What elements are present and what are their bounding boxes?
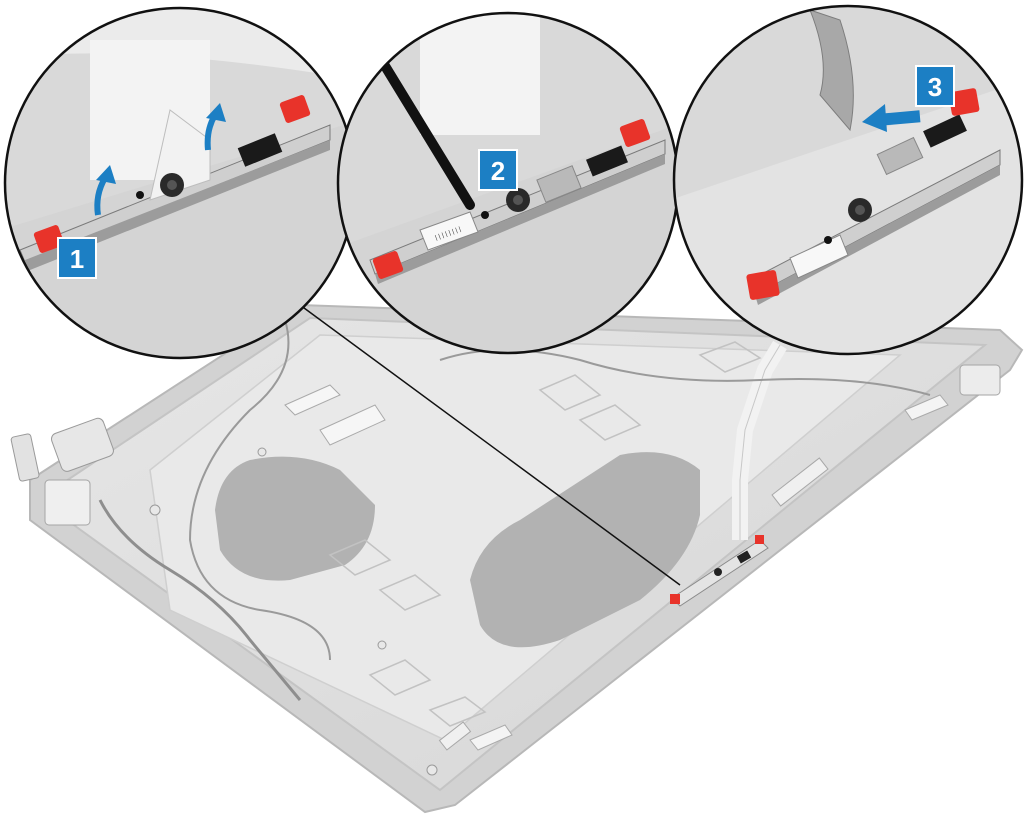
rubber-bumper-3b bbox=[948, 88, 980, 116]
display-back-cover bbox=[10, 303, 1024, 814]
callout-circle-2: |||||||| 2 bbox=[336, 11, 680, 355]
step-badge-2: 2 bbox=[478, 149, 518, 191]
hinge-right bbox=[959, 364, 1001, 396]
camera-module-in-situ bbox=[670, 535, 769, 607]
cover-labels bbox=[284, 384, 949, 751]
rubber-bumper-2b bbox=[619, 119, 651, 147]
step-number-3: 3 bbox=[928, 72, 942, 102]
rubber-bumper-1a bbox=[33, 225, 65, 253]
camera-cable-edge bbox=[739, 344, 781, 540]
rubber-bumper-1b bbox=[279, 95, 311, 123]
step-badge-3: 3 bbox=[915, 65, 955, 107]
antenna-cable bbox=[188, 319, 331, 661]
step-badge-1: 1 bbox=[57, 237, 97, 279]
screw-holes bbox=[149, 447, 438, 776]
straight-left-arrow-icon bbox=[862, 104, 921, 132]
hinge-left bbox=[10, 417, 114, 526]
rubber-bumper-3a bbox=[746, 270, 780, 300]
step-number-2: 2 bbox=[491, 156, 505, 186]
tape-patches bbox=[328, 341, 762, 727]
eDP-cable bbox=[98, 499, 302, 701]
graphite-pad-right bbox=[470, 452, 700, 648]
callout-leader-line bbox=[299, 304, 681, 586]
callout-circle-3: 3 bbox=[672, 4, 1024, 356]
cover-connectors bbox=[438, 457, 829, 751]
step-number-1: 1 bbox=[70, 244, 84, 274]
graphite-pad-left bbox=[215, 456, 375, 581]
rubber-bumper-2a bbox=[372, 251, 404, 279]
callout-circle-1: 1 bbox=[3, 6, 357, 360]
